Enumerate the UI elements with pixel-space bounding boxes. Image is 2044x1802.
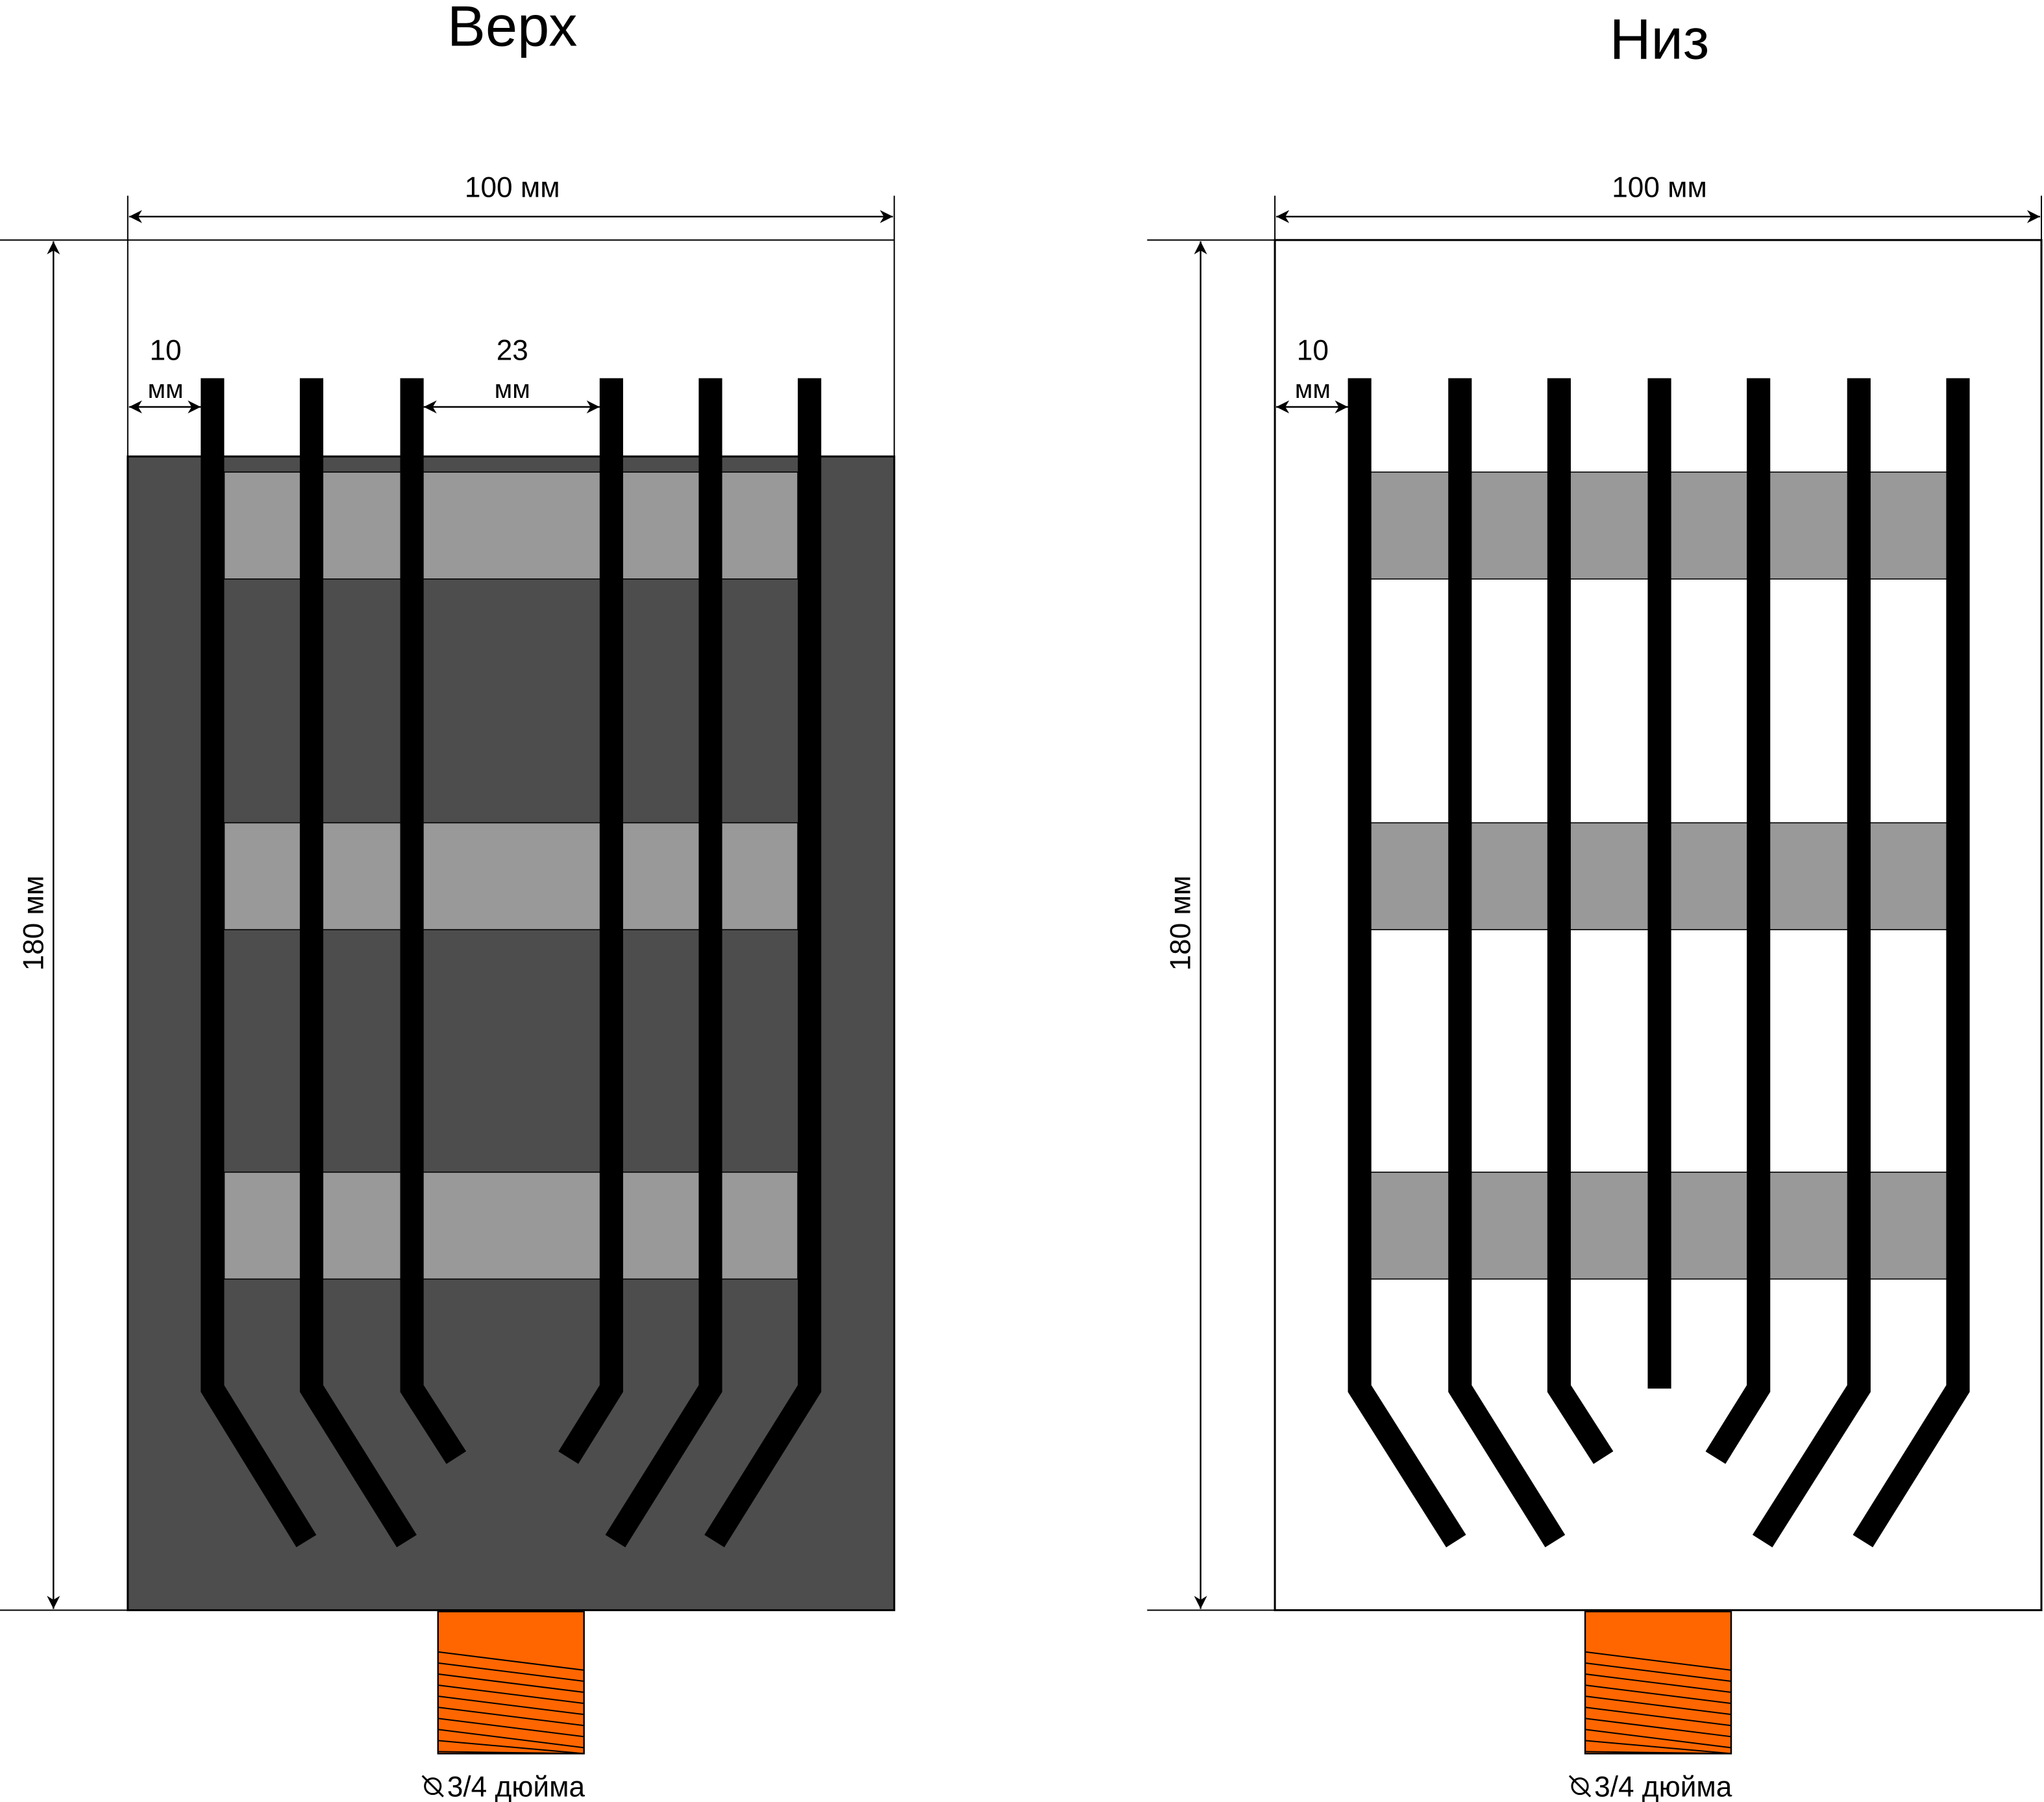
heating-tube (1752, 378, 1871, 1548)
thread-line (437, 1729, 584, 1749)
offset-label-unit: мм (147, 375, 183, 404)
panel-title: Верх (447, 0, 577, 58)
height-label: 180 мм (18, 876, 49, 971)
tubes (1348, 378, 1970, 1548)
thread-line (437, 1751, 584, 1755)
thread-line (1584, 1718, 1732, 1738)
thread-line (1584, 1673, 1732, 1694)
thread-line (1584, 1651, 1732, 1671)
heating-tube (1853, 378, 1970, 1548)
height-label: 180 мм (1165, 876, 1197, 971)
offset-label-unit: мм (1295, 375, 1331, 404)
heating-tube (400, 378, 467, 1464)
thread-line (1584, 1662, 1732, 1682)
panel-top: Верх 100 мм 180 мм 10 мм 23 мм 3/4 дюйма (0, 0, 896, 1802)
thread-line (437, 1651, 584, 1671)
heating-tube (605, 378, 722, 1548)
diameter-icon (421, 1775, 444, 1797)
thread-line (437, 1740, 584, 1755)
width-label: 100 мм (465, 172, 560, 204)
heating-tube (1348, 378, 1466, 1548)
thread-line (1584, 1696, 1732, 1716)
thread-line (1584, 1707, 1732, 1727)
thread-line (1584, 1684, 1732, 1705)
offset-label-value: 10 (149, 335, 181, 367)
heating-tube (201, 378, 317, 1548)
heating-tube (1547, 378, 1614, 1464)
panel-bottom: Низ 100 мм 180 мм 10 мм 3/4 дюйма (1147, 7, 2043, 1802)
thread-line (1584, 1729, 1732, 1749)
diameter-icon (1568, 1775, 1592, 1797)
offset-label-value: 10 (1297, 335, 1329, 367)
fitting (437, 1611, 585, 1755)
thread-line (1584, 1740, 1732, 1755)
thread-line (1585, 1751, 1732, 1755)
gap-label-value: 23 (497, 335, 528, 367)
heating-tube (704, 378, 822, 1548)
thread-line (437, 1696, 584, 1716)
fitting-label: 3/4 дюйма (1594, 1771, 1732, 1802)
panel-body (127, 455, 896, 1612)
thread-line (437, 1662, 584, 1682)
thread-line (437, 1718, 584, 1738)
fitting-label: 3/4 дюйма (447, 1771, 585, 1802)
thread-line (437, 1684, 584, 1705)
tubes (201, 378, 822, 1548)
width-label: 100 мм (1612, 172, 1707, 204)
heating-tube (299, 378, 417, 1548)
heating-tube (558, 378, 623, 1464)
panel-title: Низ (1610, 7, 1710, 71)
thread-line (437, 1707, 584, 1727)
thread-line (437, 1673, 584, 1694)
heating-tube (1705, 378, 1771, 1464)
fitting (1584, 1611, 1732, 1755)
gap-label-unit: мм (495, 375, 530, 404)
heating-tube (1448, 378, 1566, 1548)
